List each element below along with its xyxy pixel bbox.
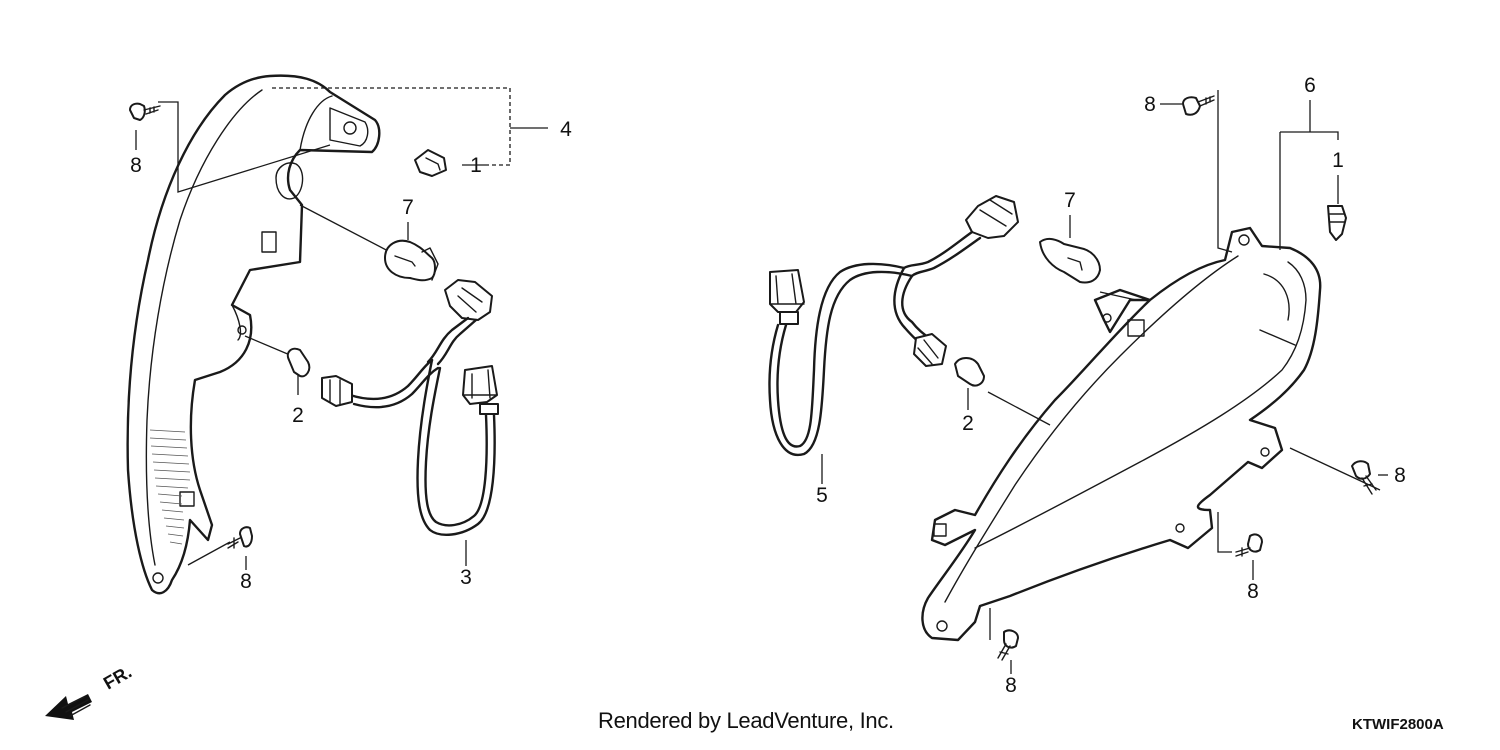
rendered-by-credit: Rendered by LeadVenture, Inc. — [598, 708, 894, 733]
left-socket-harness — [348, 279, 499, 536]
callout-4: 4 — [560, 118, 572, 141]
diagram-code: KTWIF2800A — [1352, 716, 1444, 733]
callout-5: 5 — [816, 484, 828, 507]
callout-labels: 8 4 1 7 2 8 3 8 6 1 7 2 5 8 8 8 — [130, 74, 1406, 697]
right-leader-lines — [987, 90, 1381, 640]
right-bolt-bottom — [997, 629, 1019, 661]
right-bolt-lower — [1235, 533, 1263, 557]
callout-8-left-bottom: 8 — [240, 570, 252, 593]
callout-3: 3 — [460, 566, 472, 589]
right-bolt-top — [1182, 95, 1215, 116]
callout-6: 6 — [1304, 74, 1316, 97]
left-leader-lines — [158, 87, 548, 566]
left-small-socket — [286, 347, 353, 407]
callout-7-right: 7 — [1064, 189, 1076, 212]
right-bulb — [1039, 237, 1101, 284]
callout-8-right-top: 8 — [1144, 93, 1156, 116]
left-bolt-top — [129, 102, 161, 121]
callout-8-left-top: 8 — [130, 154, 142, 177]
callout-2-right: 2 — [962, 412, 974, 435]
callout-ticks — [135, 100, 1388, 674]
callout-7-left: 7 — [402, 196, 414, 219]
callout-8-right-bottom: 8 — [1005, 674, 1017, 697]
left-clip — [414, 149, 447, 177]
callout-8-right-lower: 8 — [1247, 580, 1259, 603]
callout-1-right: 1 — [1332, 149, 1344, 172]
left-bolt-bottom — [227, 526, 253, 549]
callout-8-right-middle: 8 — [1394, 464, 1406, 487]
front-marker: FR. — [100, 662, 135, 694]
front-direction-arrow: FR. — [45, 662, 135, 720]
left-turn-signal-housing — [126, 74, 381, 595]
callout-2-left: 2 — [292, 404, 304, 427]
right-turn-signal-housing — [921, 226, 1322, 642]
left-bulb — [384, 239, 439, 282]
right-socket-harness — [768, 195, 1019, 457]
right-clip — [1327, 205, 1347, 241]
right-bolt-middle — [1351, 460, 1377, 495]
